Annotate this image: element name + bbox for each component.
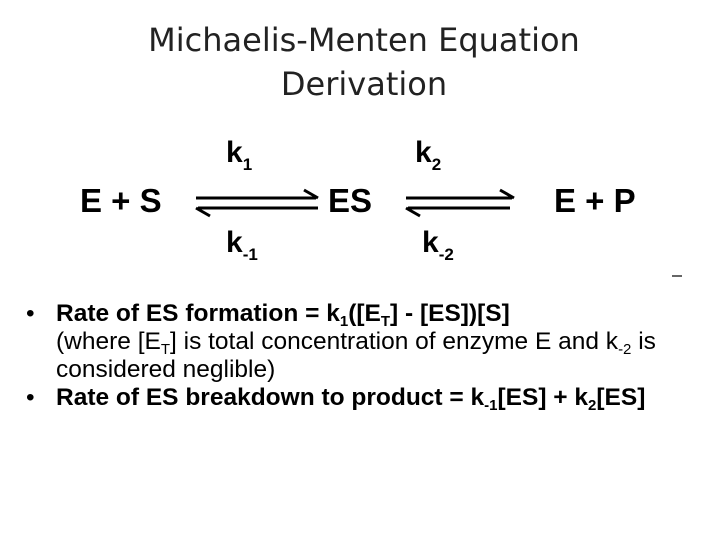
title-line-1: Michaelis-Menten Equation (148, 21, 580, 59)
slide-title: Michaelis-Menten Equation Derivation (0, 18, 728, 106)
equilibrium-arrow-1-icon (195, 188, 319, 218)
bullet-item-formation: • Rate of ES formation = k1([ET] - [ES])… (26, 300, 716, 384)
bullet-dot: • (26, 300, 35, 327)
k2-subscript: 2 (431, 155, 442, 174)
bullet-item-breakdown: • Rate of ES breakdown to product = k-1[… (26, 384, 716, 414)
equilibrium-arrow-2-icon (405, 188, 515, 218)
k-minus2-base: k (422, 226, 439, 259)
k-minus1-subscript: -1 (242, 245, 258, 264)
rate-constant-k-minus1: k-1 (226, 226, 258, 263)
title-line-2: Derivation (280, 65, 448, 103)
species-e-plus-p: E + P (554, 182, 636, 219)
breakdown-rate-text: Rate of ES breakdown to product = k-1[ES… (56, 384, 646, 414)
rate-constant-k-minus2: k-2 (422, 226, 454, 263)
k-minus1-base: k (226, 226, 243, 259)
species-es: ES (328, 182, 373, 219)
reaction-scheme: k1 k2 E + S ES E + P k-1 k-2 (70, 130, 690, 280)
formation-rate-text: Rate of ES formation = k1([ET] - [ES])[S… (56, 300, 510, 330)
rate-constant-k1: k1 (226, 136, 252, 173)
k1-base: k (226, 136, 243, 169)
bullet-dot: • (26, 384, 35, 411)
bullet-list: • Rate of ES formation = k1([ET] - [ES])… (26, 300, 716, 414)
k1-subscript: 1 (242, 155, 253, 174)
k-minus2-subscript: -2 (438, 245, 454, 264)
species-e-plus-s: E + S (80, 182, 162, 219)
formation-note-text: (where [ET] is total concentration of en… (56, 328, 656, 383)
stray-mark (672, 275, 682, 277)
k2-base: k (415, 136, 432, 169)
rate-constant-k2: k2 (415, 136, 441, 173)
